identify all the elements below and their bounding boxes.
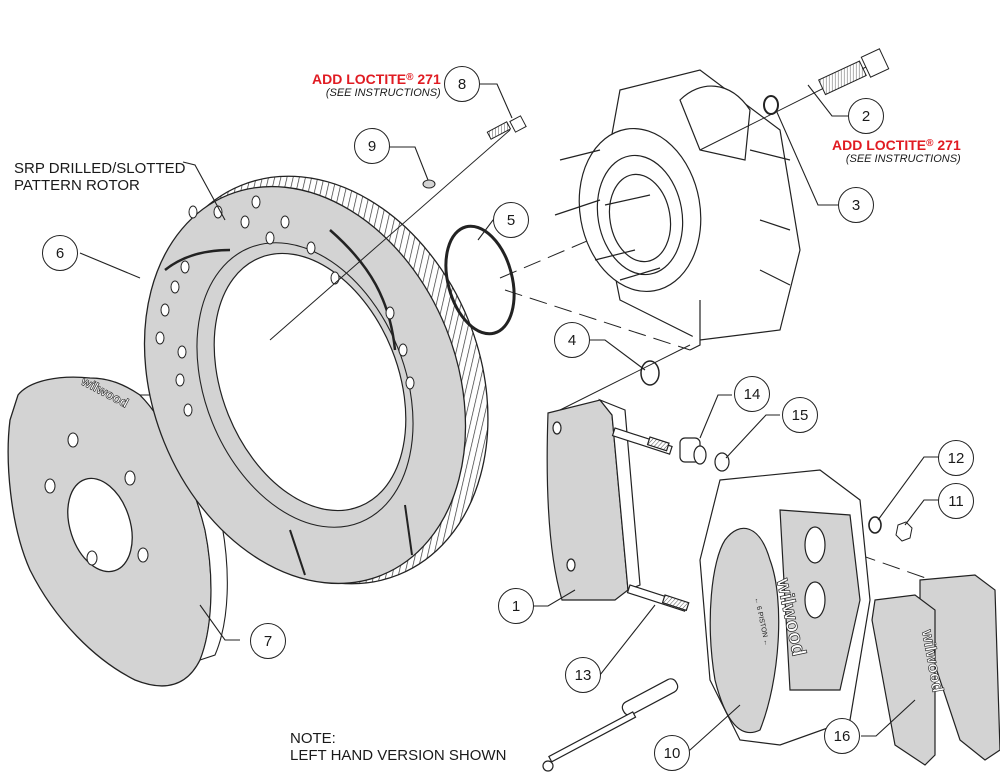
callout-3[interactable]: 3 xyxy=(838,187,874,223)
hub-knuckle xyxy=(554,69,801,351)
loctite-note-right: ADD LOCTITE® 271 (SEE INSTRUCTIONS) xyxy=(832,138,961,166)
spacer xyxy=(679,437,730,472)
callout-12[interactable]: 12 xyxy=(938,440,974,476)
loctite-instructions-right: (SEE INSTRUCTIONS) xyxy=(845,153,961,165)
callout-7[interactable]: 7 xyxy=(250,623,286,659)
rotor-title-line2: PATTERN ROTOR xyxy=(14,177,140,194)
rotor-bolt xyxy=(269,115,527,341)
guide-pin xyxy=(542,678,679,772)
bolt-washer xyxy=(763,95,779,115)
loctite-note-top: ADD LOCTITE® 271 (SEE INSTRUCTIONS) xyxy=(312,72,441,100)
rotor-title-line1: SRP DRILLED/SLOTTED xyxy=(14,160,186,177)
callout-16[interactable]: 16 xyxy=(824,718,860,754)
callout-1[interactable]: 1 xyxy=(498,588,534,624)
rotor xyxy=(143,175,489,585)
callout-5[interactable]: 5 xyxy=(493,202,529,238)
callout-10[interactable]: 10 xyxy=(654,735,690,771)
callout-14[interactable]: 14 xyxy=(734,376,770,412)
note-heading: NOTE: xyxy=(290,730,336,747)
callout-2[interactable]: 2 xyxy=(848,98,884,134)
loctite-label-top: ADD LOCTITE® 271 xyxy=(312,71,441,87)
bracket-bolt xyxy=(699,48,890,151)
callout-4[interactable]: 4 xyxy=(554,322,590,358)
washer-15 xyxy=(714,452,730,472)
note-text: LEFT HAND VERSION SHOWN xyxy=(290,747,507,764)
loctite-label-right: ADD LOCTITE® 271 xyxy=(832,137,961,153)
lock-nut xyxy=(895,521,913,542)
rotor-title: SRP DRILLED/SLOTTED PATTERN ROTOR xyxy=(14,160,185,194)
callout-15[interactable]: 15 xyxy=(782,397,818,433)
callout-8[interactable]: 8 xyxy=(444,66,480,102)
brake-pads: wilwood xyxy=(871,574,1000,766)
note-block: NOTE: LEFT HAND VERSION SHOWN xyxy=(290,730,506,764)
o-ring xyxy=(444,224,516,336)
loctite-instructions-top: (SEE INSTRUCTIONS) xyxy=(325,87,441,99)
caliper: wilwood ← 6 PISTON ← xyxy=(699,469,871,746)
caliper-bracket xyxy=(546,398,690,612)
callout-13[interactable]: 13 xyxy=(565,657,601,693)
callout-9[interactable]: 9 xyxy=(354,128,390,164)
callout-6[interactable]: 6 xyxy=(42,235,78,271)
flat-washer xyxy=(868,516,882,534)
callout-11[interactable]: 11 xyxy=(938,483,974,519)
rotor-washer xyxy=(422,179,436,189)
washer-axis xyxy=(559,344,691,411)
